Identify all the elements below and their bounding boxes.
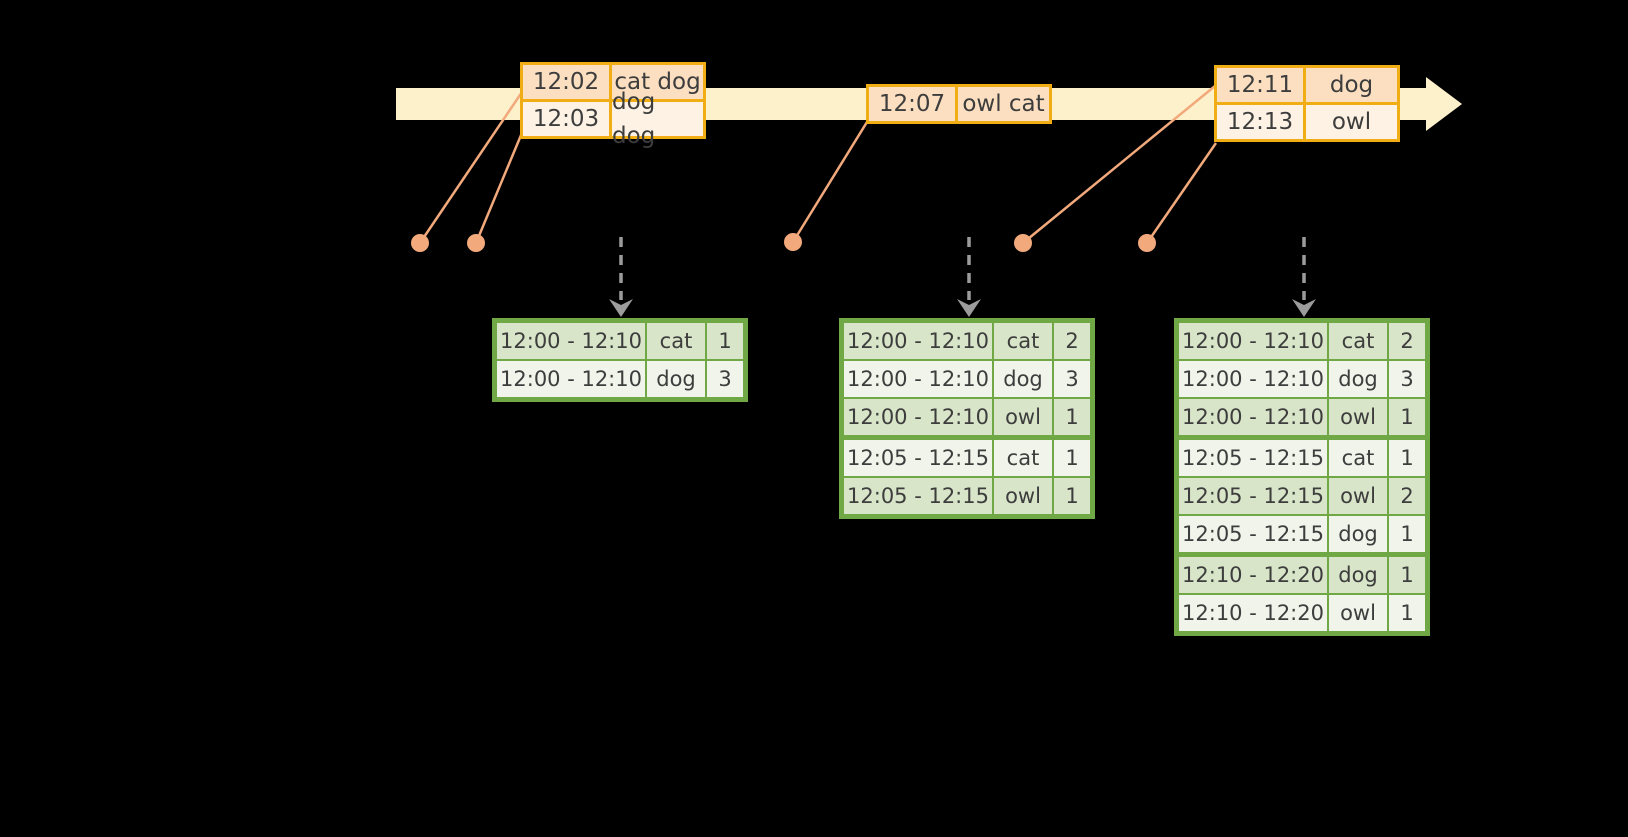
window-cell: 12:00 - 12:10 xyxy=(497,323,645,359)
timeline-arrowhead-icon xyxy=(1426,77,1462,131)
count-cell: 2 xyxy=(1389,478,1425,514)
window-cell: 12:00 - 12:10 xyxy=(844,323,992,359)
result-table-2: 12:00 - 12:10 cat 2 12:00 - 12:10 dog 3 … xyxy=(839,318,1095,519)
event-dot xyxy=(411,234,429,252)
window-cell: 12:00 - 12:10 xyxy=(1179,399,1327,435)
event-words: dog xyxy=(1306,68,1397,102)
event-dot xyxy=(1138,234,1156,252)
connector-line xyxy=(791,121,869,243)
word-cell: dog xyxy=(647,361,705,397)
window-cell: 12:05 - 12:15 xyxy=(1179,516,1327,552)
window-cell: 12:10 - 12:20 xyxy=(1179,557,1327,593)
count-cell: 1 xyxy=(1389,440,1425,476)
event-row: 12:07 owl cat xyxy=(869,87,1049,121)
trigger-arrowhead-icon xyxy=(1292,299,1316,317)
event-row: 12:11 dog xyxy=(1217,68,1397,102)
window-cell: 12:00 - 12:10 xyxy=(844,399,992,435)
trigger-arrowhead-icon xyxy=(609,299,633,317)
word-cell: owl xyxy=(1329,478,1387,514)
window-cell: 12:10 - 12:20 xyxy=(1179,595,1327,631)
word-cell: dog xyxy=(1329,516,1387,552)
window-cell: 12:00 - 12:10 xyxy=(1179,323,1327,359)
count-cell: 1 xyxy=(1054,440,1090,476)
count-cell: 1 xyxy=(1389,595,1425,631)
word-cell: cat xyxy=(1329,440,1387,476)
count-cell: 3 xyxy=(1054,361,1090,397)
count-cell: 1 xyxy=(1389,516,1425,552)
result-row: 12:00 - 12:10 cat 2 xyxy=(1179,323,1425,359)
result-row: 12:00 - 12:10 owl 1 xyxy=(1179,399,1425,435)
result-row: 12:00 - 12:10 dog 3 xyxy=(497,361,743,397)
window-cell: 12:05 - 12:15 xyxy=(1179,440,1327,476)
count-cell: 1 xyxy=(1389,399,1425,435)
window-cell: 12:05 - 12:15 xyxy=(844,440,992,476)
event-time: 12:07 xyxy=(869,87,955,121)
event-dot xyxy=(784,233,802,251)
count-cell: 1 xyxy=(707,323,743,359)
result-row: 12:05 - 12:15 cat 1 xyxy=(844,440,1090,476)
count-cell: 1 xyxy=(1389,557,1425,593)
result-row: 12:00 - 12:10 cat 2 xyxy=(844,323,1090,359)
count-cell: 2 xyxy=(1389,323,1425,359)
word-cell: cat xyxy=(647,323,705,359)
event-table-3: 12:11 dog 12:13 owl xyxy=(1214,65,1400,142)
result-row: 12:05 - 12:15 owl 1 xyxy=(844,478,1090,514)
result-row: 12:05 - 12:15 dog 1 xyxy=(1179,516,1425,552)
word-cell: dog xyxy=(994,361,1052,397)
result-row: 12:10 - 12:20 owl 1 xyxy=(1179,595,1425,631)
window-cell: 12:00 - 12:10 xyxy=(1179,361,1327,397)
result-row: 12:00 - 12:10 dog 3 xyxy=(1179,361,1425,397)
window-cell: 12:05 - 12:15 xyxy=(1179,478,1327,514)
count-cell: 3 xyxy=(1389,361,1425,397)
result-row: 12:10 - 12:20 dog 1 xyxy=(1179,557,1425,593)
connector-line xyxy=(1145,142,1218,244)
event-row: 12:03 dog dog xyxy=(523,89,703,149)
event-dot xyxy=(467,234,485,252)
result-row: 12:00 - 12:10 dog 3 xyxy=(844,361,1090,397)
event-words: owl cat xyxy=(958,87,1049,121)
event-table-2: 12:07 owl cat xyxy=(866,84,1052,124)
event-words: owl xyxy=(1306,105,1397,139)
event-time: 12:11 xyxy=(1217,68,1303,102)
event-time: 12:02 xyxy=(523,65,609,99)
word-cell: dog xyxy=(1329,361,1387,397)
trigger-arrowhead-icon xyxy=(957,299,981,317)
window-cell: 12:00 - 12:10 xyxy=(497,361,645,397)
count-cell: 1 xyxy=(1054,478,1090,514)
word-cell: cat xyxy=(1329,323,1387,359)
result-row: 12:00 - 12:10 cat 1 xyxy=(497,323,743,359)
count-cell: 1 xyxy=(1054,399,1090,435)
result-row: 12:05 - 12:15 cat 1 xyxy=(1179,440,1425,476)
result-row: 12:00 - 12:10 owl 1 xyxy=(844,399,1090,435)
connector-line xyxy=(418,91,524,244)
count-cell: 3 xyxy=(707,361,743,397)
word-cell: cat xyxy=(994,440,1052,476)
event-row: 12:02 cat dog xyxy=(523,65,703,99)
word-cell: cat xyxy=(994,323,1052,359)
word-cell: owl xyxy=(994,478,1052,514)
word-cell: owl xyxy=(994,399,1052,435)
result-row: 12:05 - 12:15 owl 2 xyxy=(1179,478,1425,514)
word-cell: owl xyxy=(1329,399,1387,435)
count-cell: 2 xyxy=(1054,323,1090,359)
event-time: 12:03 xyxy=(523,102,609,136)
event-table-1: 12:02 cat dog 12:03 dog dog xyxy=(520,62,706,149)
event-words: dog dog xyxy=(612,89,703,149)
result-table-1: 12:00 - 12:10 cat 1 12:00 - 12:10 dog 3 xyxy=(492,318,748,402)
event-time: 12:13 xyxy=(1217,105,1303,139)
event-dot xyxy=(1014,234,1032,252)
connector-line xyxy=(474,127,526,244)
window-cell: 12:00 - 12:10 xyxy=(844,361,992,397)
event-row: 12:13 owl xyxy=(1217,105,1397,139)
word-cell: owl xyxy=(1329,595,1387,631)
word-cell: dog xyxy=(1329,557,1387,593)
connector-line xyxy=(1022,85,1216,244)
event-words: cat dog xyxy=(612,65,703,99)
window-cell: 12:05 - 12:15 xyxy=(844,478,992,514)
result-table-3: 12:00 - 12:10 cat 2 12:00 - 12:10 dog 3 … xyxy=(1174,318,1430,636)
